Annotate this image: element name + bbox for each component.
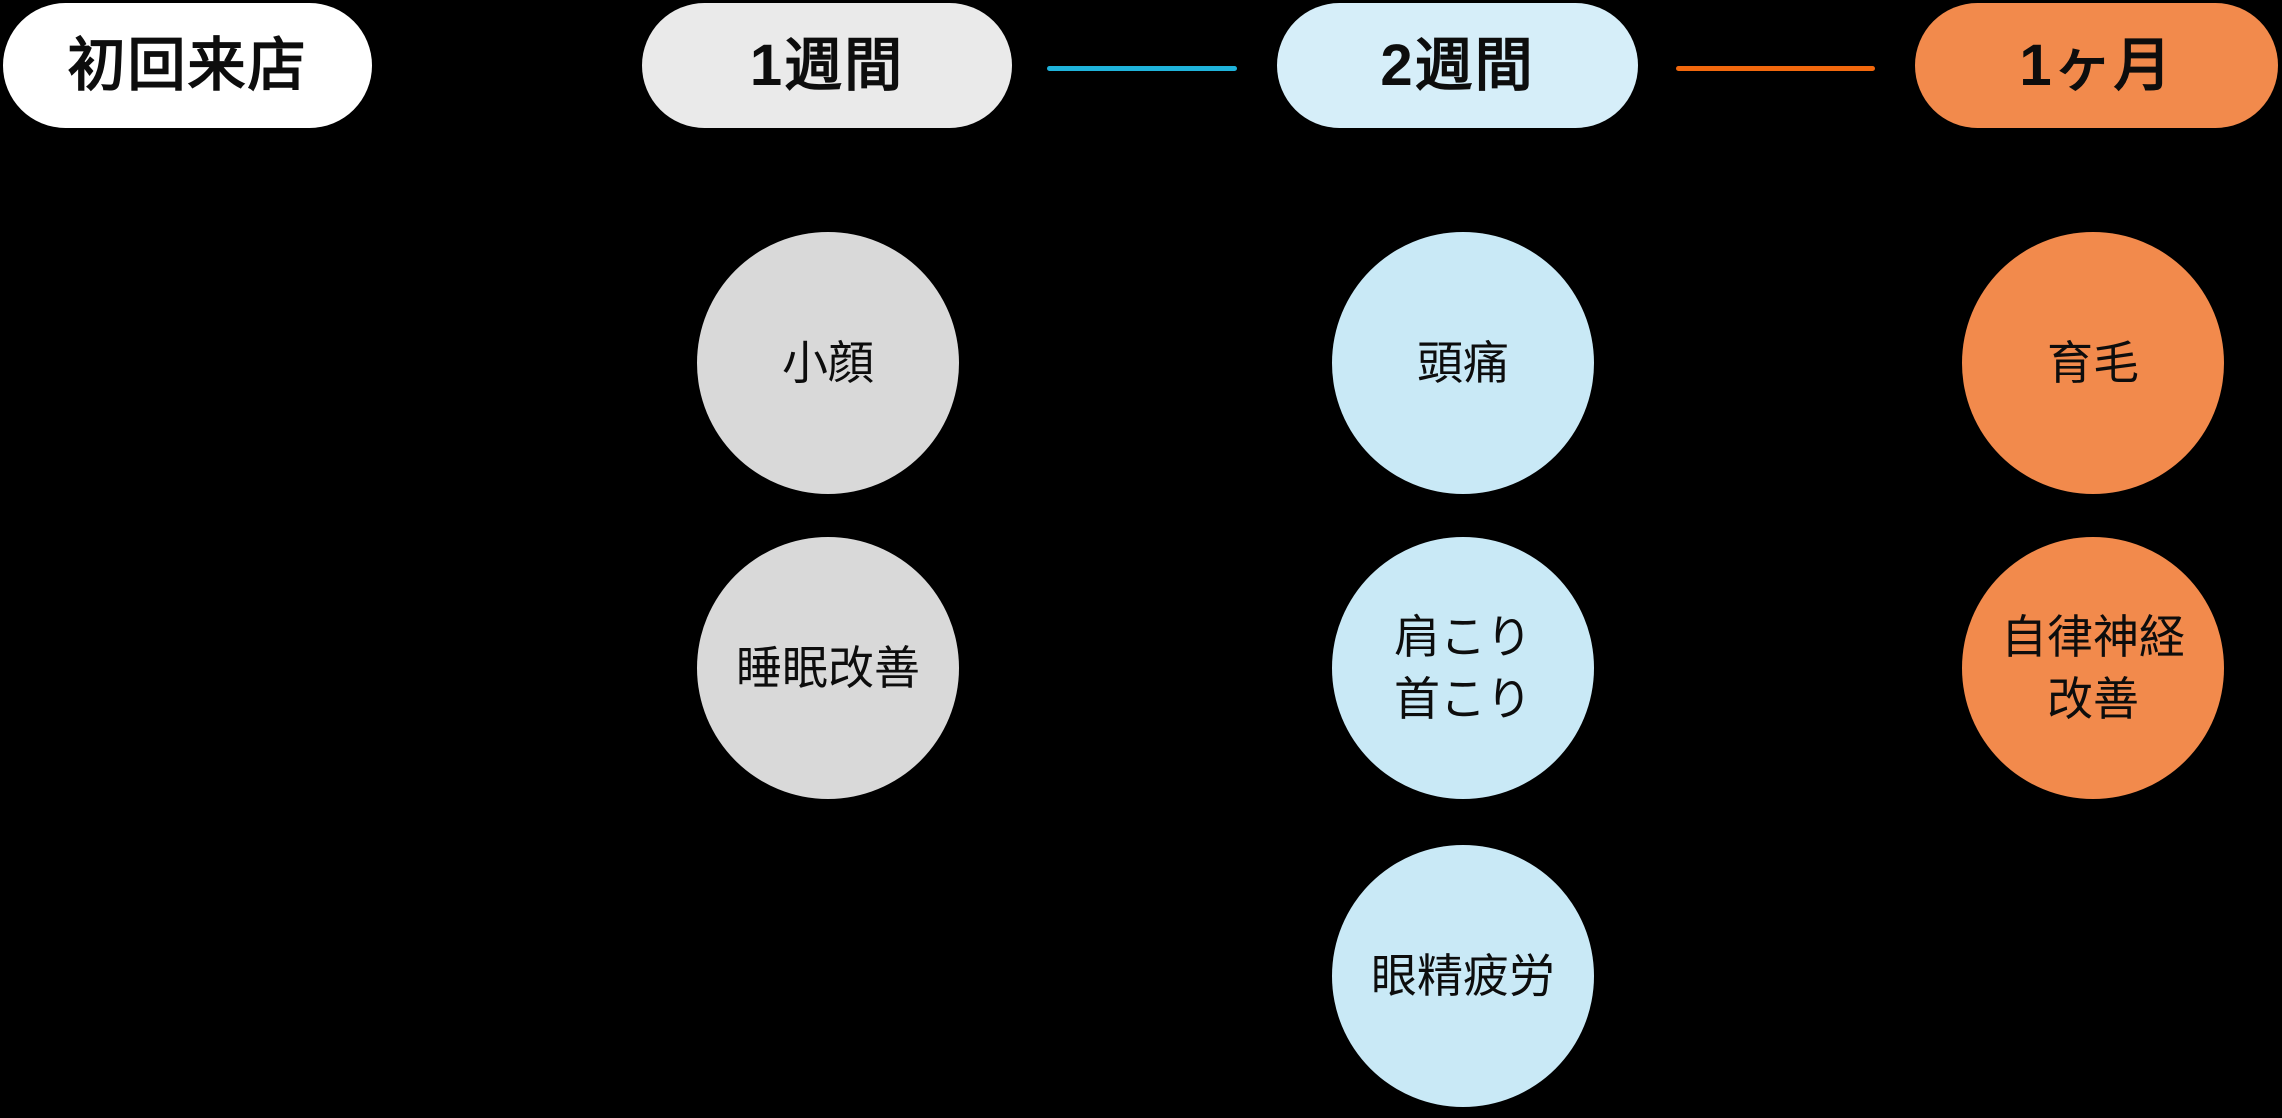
connector-1week-2weeks bbox=[1047, 66, 1237, 71]
effect-circle-autonomic-nerve-improvement: 自律神経 改善 bbox=[1962, 537, 2224, 799]
effect-circle-autonomic-nerve-improvement-label: 自律神経 改善 bbox=[2001, 610, 2185, 725]
connector-2weeks-1month bbox=[1676, 66, 1875, 71]
stage-pill-2weeks: 2週間 bbox=[1277, 3, 1638, 128]
effect-circle-eye-strain: 眼精疲労 bbox=[1332, 845, 1594, 1107]
effect-circle-headache: 頭痛 bbox=[1332, 232, 1594, 494]
effect-circle-eye-strain-label: 眼精疲労 bbox=[1371, 949, 1555, 1002]
effect-circle-shoulder-neck-stiffness: 肩こり 首こり bbox=[1332, 537, 1594, 799]
stage-pill-1week-label: 1週間 bbox=[749, 32, 905, 98]
effect-circle-hair-growth: 育毛 bbox=[1962, 232, 2224, 494]
effect-circle-headache-label: 頭痛 bbox=[1417, 336, 1509, 389]
stage-pill-1week: 1週間 bbox=[642, 3, 1012, 128]
stage-pill-first-visit: 初回来店 bbox=[3, 3, 372, 128]
stage-pill-1month-label: 1ヶ月 bbox=[2019, 32, 2174, 98]
effect-circle-sleep-improvement-label: 睡眠改善 bbox=[736, 641, 920, 694]
stage-pill-2weeks-label: 2週間 bbox=[1380, 32, 1535, 98]
effect-circle-sleep-improvement: 睡眠改善 bbox=[697, 537, 959, 799]
stage-pill-1month: 1ヶ月 bbox=[1915, 3, 2278, 128]
effect-circle-shoulder-neck-stiffness-label: 肩こり 首こり bbox=[1394, 610, 1532, 725]
stage-pill-first-visit-label: 初回来店 bbox=[67, 32, 308, 98]
effect-circle-small-face: 小顔 bbox=[697, 232, 959, 494]
effect-circle-hair-growth-label: 育毛 bbox=[2047, 336, 2139, 389]
effect-circle-small-face-label: 小顔 bbox=[782, 336, 874, 389]
